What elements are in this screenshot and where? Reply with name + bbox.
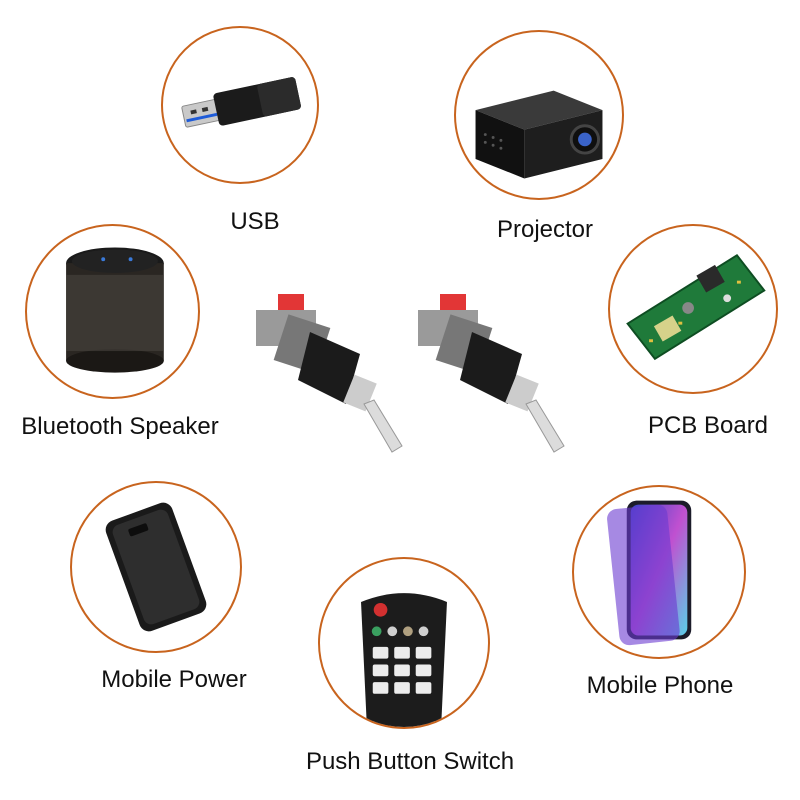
phone-circle xyxy=(572,485,746,659)
power-bank-icon xyxy=(105,502,207,632)
power-bank-label: Mobile Power xyxy=(101,666,247,693)
usb-label: USB xyxy=(230,208,280,235)
center-product xyxy=(220,280,600,480)
phone-label: Mobile Phone xyxy=(586,672,734,699)
pcb-label: PCB Board xyxy=(647,412,769,439)
bluetooth-speaker-icon xyxy=(66,247,164,373)
projector-label: Projector xyxy=(496,216,594,243)
speaker-label: Bluetooth Speaker xyxy=(21,413,219,440)
power-bank-circle xyxy=(70,481,242,653)
remote-control-icon xyxy=(361,593,447,727)
projector-circle xyxy=(454,30,624,200)
remote-circle xyxy=(318,557,490,729)
rca-connector-icon xyxy=(256,294,403,453)
projector-icon xyxy=(475,90,603,179)
speaker-circle xyxy=(25,224,200,399)
remote-label: Push Button Switch xyxy=(305,748,515,775)
rca-connector-icon xyxy=(418,294,565,453)
mobile-phone-icon xyxy=(607,500,692,646)
pcb-board-icon xyxy=(626,253,766,361)
usb-drive-icon xyxy=(181,77,301,128)
usb-circle xyxy=(161,26,319,184)
pcb-circle xyxy=(608,224,778,394)
